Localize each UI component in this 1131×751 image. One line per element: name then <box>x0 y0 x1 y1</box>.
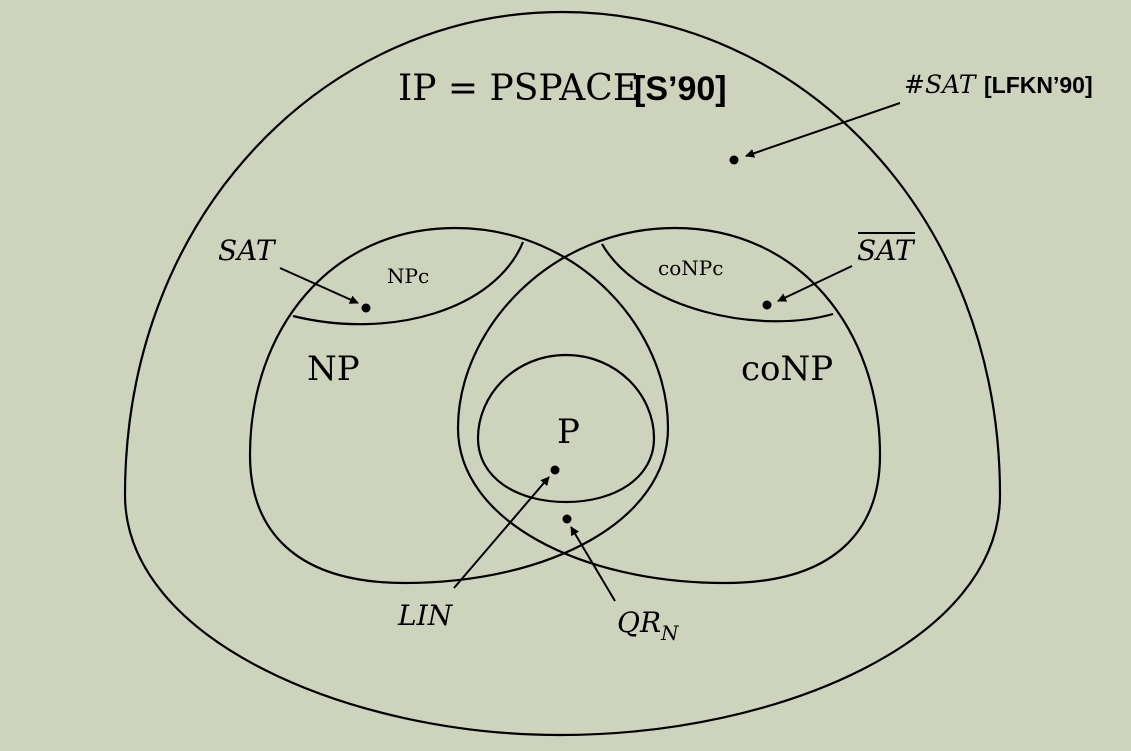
pspace-region <box>123 10 1002 737</box>
sat-label: SAT <box>218 234 277 267</box>
conp-region <box>456 226 882 585</box>
lin-label: LIN <box>397 599 454 632</box>
conpc-label: coNPc <box>658 256 723 280</box>
title-main: IP = PSPACE <box>398 68 639 109</box>
sharp-sat-citation: [LFKN’90] <box>984 72 1093 98</box>
qr-label-base: QR <box>617 606 661 639</box>
conp-label: coNP <box>741 349 833 389</box>
conpc-boundary <box>601 243 834 323</box>
lin-point <box>550 465 560 475</box>
np-label: NP <box>307 349 360 389</box>
p-region <box>476 353 656 504</box>
np-region <box>248 226 670 585</box>
title-citation: [S’90] <box>634 70 727 108</box>
sat-arrow <box>279 267 359 304</box>
sat-complement-label: SAT <box>857 234 916 267</box>
sat-complement-arrow <box>777 265 853 302</box>
sharp-sat-label: #SAT <box>904 70 978 99</box>
sat-complement-point <box>762 300 772 310</box>
sharp-sat-point <box>729 155 739 165</box>
npc-label: NPc <box>387 264 429 288</box>
qr-label-subscript: N <box>660 621 680 645</box>
qr-point <box>562 514 572 524</box>
lin-arrow <box>453 476 550 589</box>
sharp-sat-arrow <box>745 102 901 158</box>
p-label: P <box>557 412 580 452</box>
sat-point <box>361 303 371 313</box>
qr-label: QRN <box>617 606 680 645</box>
qr-arrow <box>570 526 616 602</box>
npc-boundary <box>292 241 525 326</box>
